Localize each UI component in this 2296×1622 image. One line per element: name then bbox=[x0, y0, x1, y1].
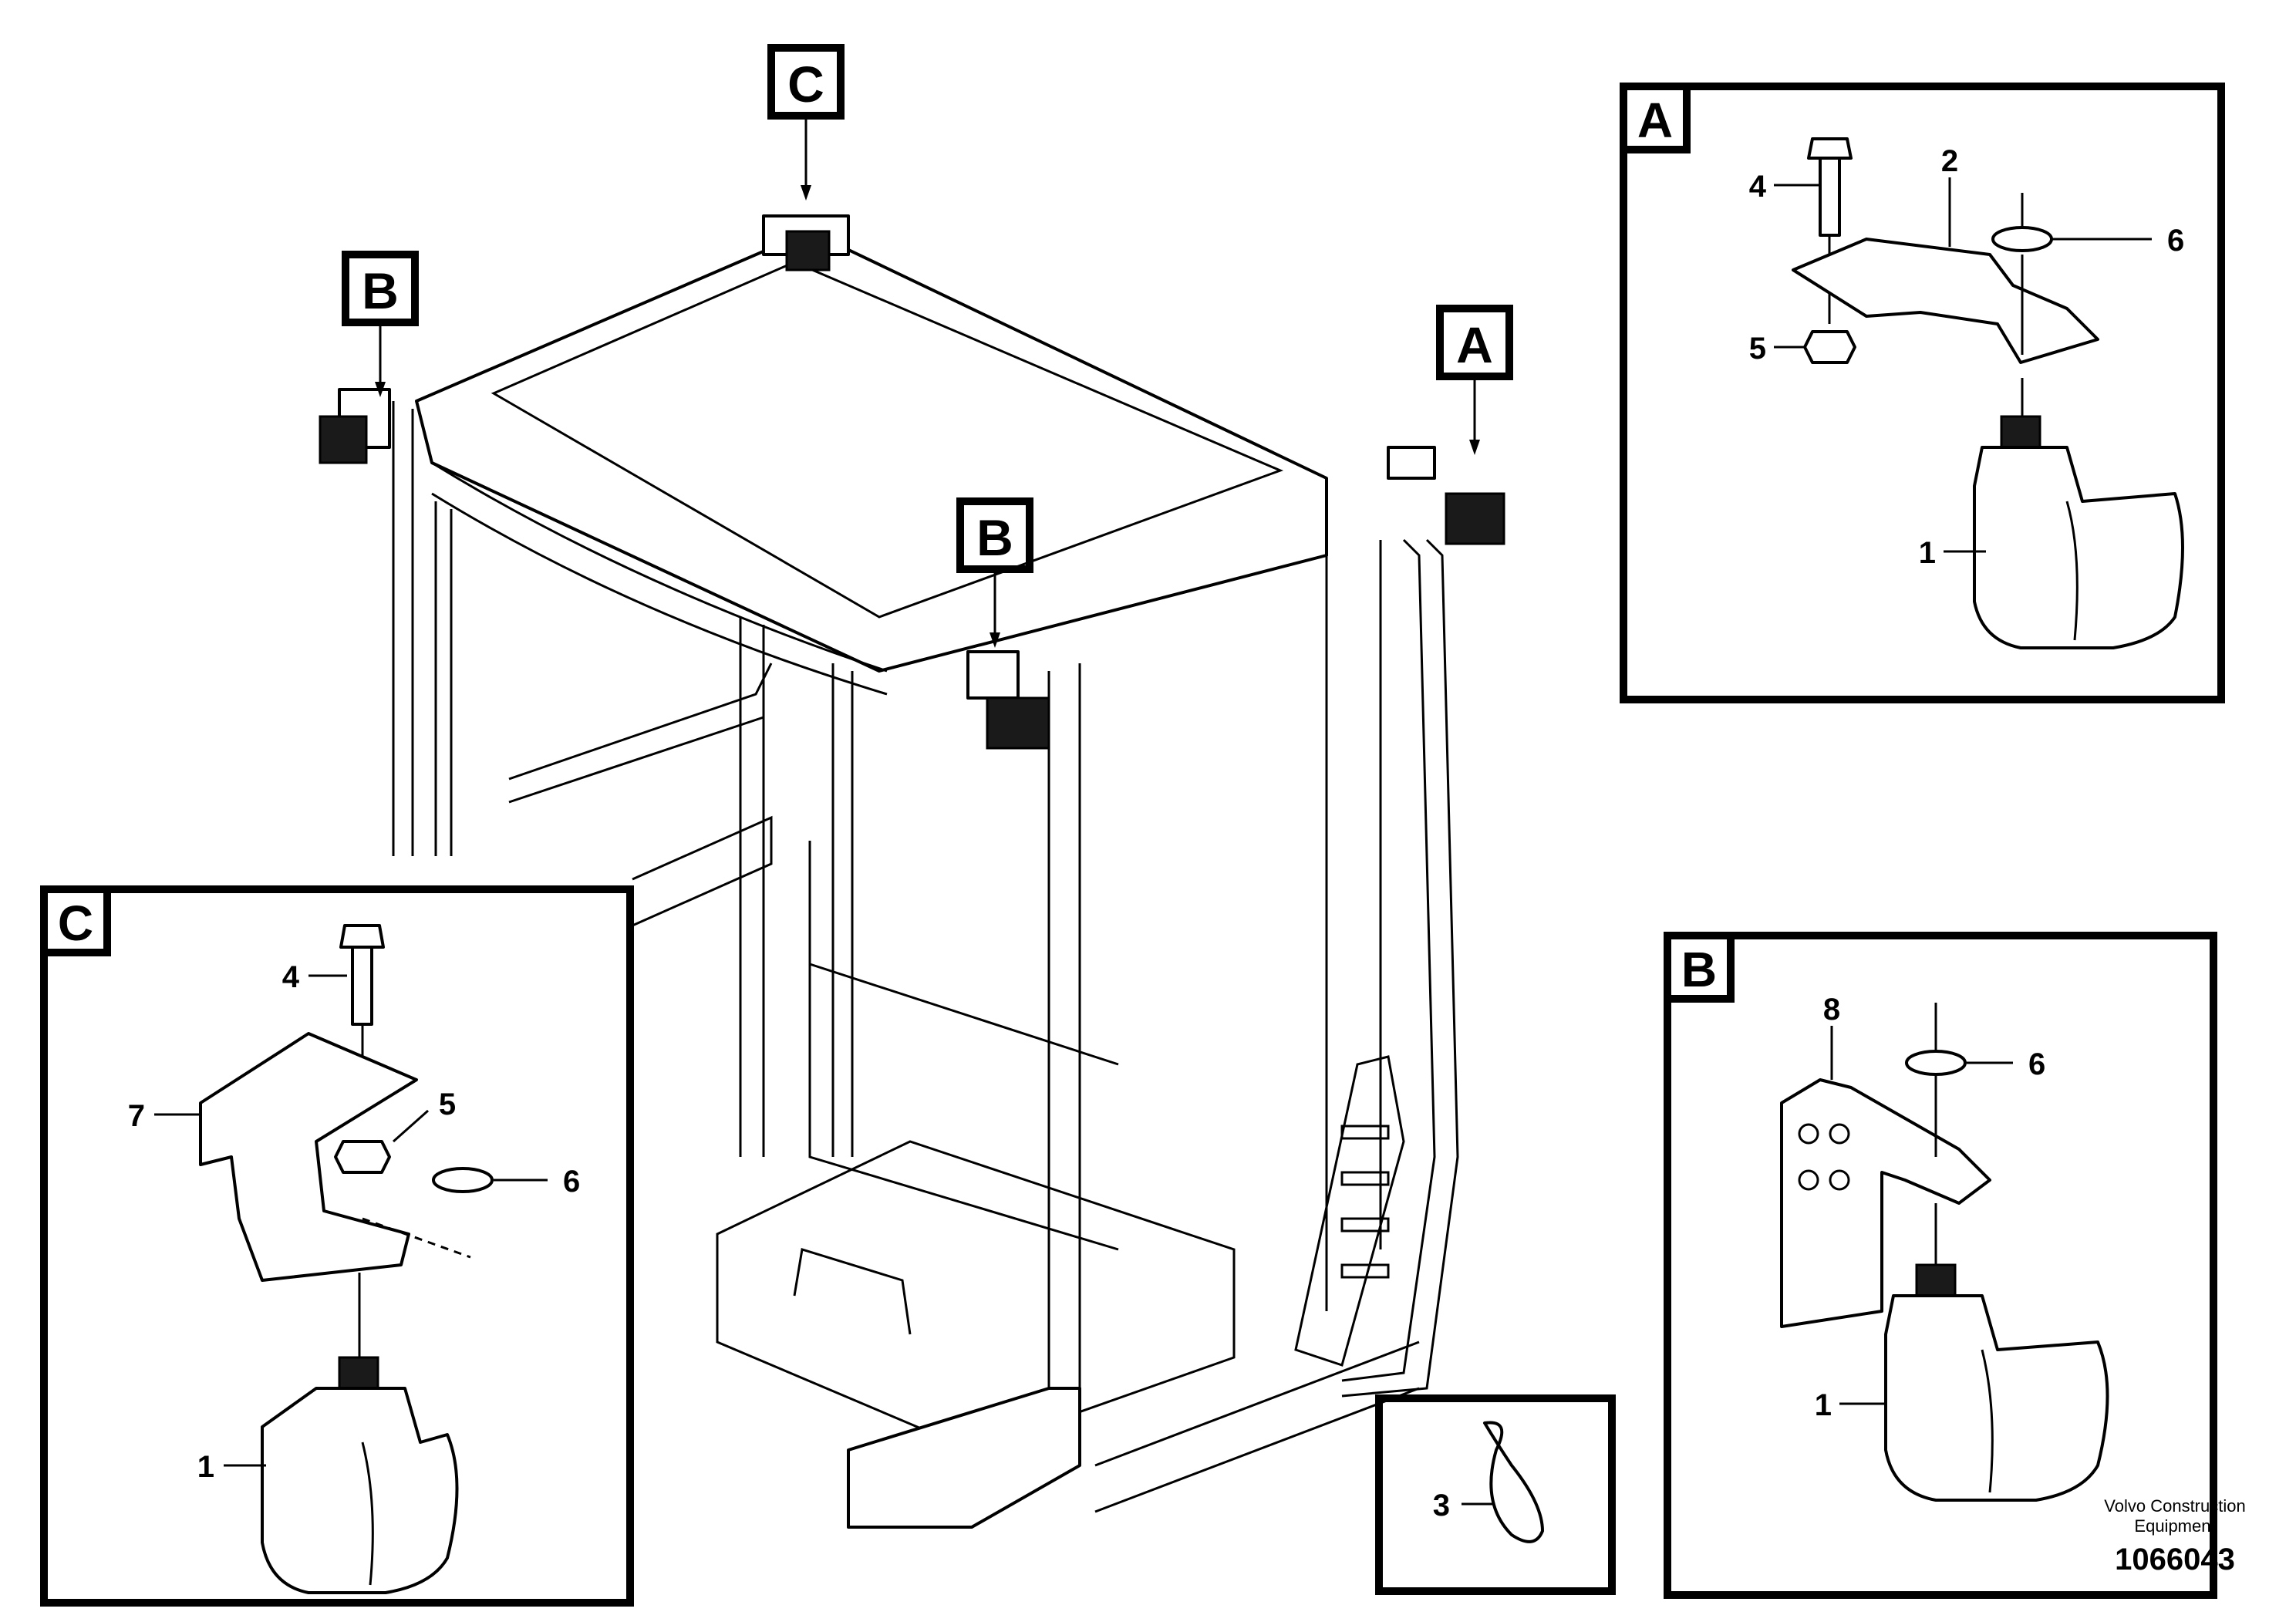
lamp-1-connector bbox=[338, 1356, 379, 1390]
panel-b-tag-box bbox=[1664, 932, 1735, 1003]
step-3 bbox=[1340, 1217, 1390, 1233]
panel-c-num-1: 1 bbox=[197, 1450, 214, 1484]
panel-b-num-1: 1 bbox=[1815, 1388, 1832, 1422]
nut-5 bbox=[1803, 330, 1856, 364]
right-handrail-edge bbox=[1341, 538, 1459, 1398]
side-rail-lower bbox=[508, 716, 764, 804]
panel-c-num-4: 4 bbox=[282, 960, 300, 994]
bolt-head bbox=[1807, 137, 1853, 160]
panel-3-num-3: 3 bbox=[1433, 1489, 1450, 1523]
lamp-1-housing bbox=[261, 1387, 459, 1594]
callout-c-top-label: C bbox=[787, 56, 824, 113]
lamp-1-lens-edge bbox=[1981, 1349, 1994, 1493]
inner-cross-beam bbox=[809, 963, 1119, 1066]
panel-3-frame bbox=[1375, 1394, 1616, 1595]
lamp-1-connector bbox=[1915, 1263, 1957, 1297]
panel-a-num-2: 2 bbox=[1941, 144, 1958, 178]
step-2 bbox=[1340, 1171, 1390, 1186]
washer-6 bbox=[432, 1167, 494, 1193]
lamp-b-center-bracket bbox=[966, 650, 1020, 700]
callout-leaders bbox=[375, 116, 1480, 648]
detail-panel-b: B 8 6 1 bbox=[1664, 932, 2217, 1599]
callout-c-top: C bbox=[767, 44, 845, 120]
lamp-b-center bbox=[986, 696, 1050, 750]
panel-a-num-5: 5 bbox=[1749, 332, 1766, 366]
bracket-8-hole-4 bbox=[1829, 1169, 1850, 1191]
detail-panel-a: A 4 2 6 5 1 bbox=[1620, 83, 2225, 703]
step-4 bbox=[1340, 1263, 1390, 1279]
side-rail bbox=[508, 663, 773, 781]
panel-c-frame bbox=[40, 885, 634, 1607]
detail-panel-c: C 4 7 5 6 1 bbox=[40, 885, 634, 1607]
front-beam bbox=[431, 461, 888, 673]
inner-frame bbox=[808, 841, 1119, 1251]
washer-6 bbox=[1991, 226, 2053, 252]
floor-plate bbox=[716, 1140, 1236, 1452]
drawing-number: 1066043 bbox=[2115, 1543, 2235, 1576]
panel-a-num-4: 4 bbox=[1749, 170, 1767, 204]
bracket-8-hole-1 bbox=[1798, 1123, 1819, 1145]
panel-b-frame bbox=[1664, 932, 2217, 1599]
panel-b-tag: B bbox=[1681, 942, 1717, 997]
panel-a-num-1: 1 bbox=[1919, 536, 1936, 570]
lamp-1-connector bbox=[2000, 415, 2041, 449]
washer-6 bbox=[1905, 1050, 1967, 1076]
bracket-8-hole-3 bbox=[1798, 1169, 1819, 1191]
callout-a-right-label: A bbox=[1456, 316, 1493, 373]
cab-lamps bbox=[319, 214, 1505, 750]
panel-c-num-7: 7 bbox=[128, 1099, 145, 1133]
bolt-shank bbox=[351, 946, 373, 1026]
bolt-head bbox=[339, 924, 385, 949]
footer: Volvo Construction Equipment 1066043 bbox=[2104, 1496, 2245, 1576]
lamp-1-lens-edge bbox=[2065, 501, 2079, 641]
step-1 bbox=[1340, 1125, 1390, 1140]
panel-a-tag-box bbox=[1620, 83, 1691, 153]
bracket-8 bbox=[1780, 1078, 1991, 1328]
panel-b-num-8: 8 bbox=[1823, 993, 1840, 1027]
lamp-1-housing bbox=[1884, 1294, 2109, 1502]
lamp-a-bracket bbox=[1387, 446, 1436, 480]
panel-c-tag-box bbox=[40, 885, 111, 956]
floor-handle bbox=[793, 1248, 912, 1335]
panel-a-frame bbox=[1620, 83, 2225, 703]
lamp-c bbox=[785, 230, 831, 271]
panel-c-tag: C bbox=[58, 895, 93, 951]
callout-b-center-label: B bbox=[976, 509, 1013, 566]
right-handrail bbox=[1341, 538, 1436, 1382]
callout-b-left-label: B bbox=[362, 262, 399, 319]
lamp-b-left bbox=[319, 415, 368, 464]
nut-5 bbox=[334, 1140, 391, 1174]
base-beam-lower bbox=[1094, 1387, 1420, 1513]
base-beam bbox=[1094, 1340, 1420, 1467]
lamp-a bbox=[1445, 492, 1505, 545]
panel-a-tag: A bbox=[1637, 93, 1673, 148]
detail-panel-3: 3 bbox=[1375, 1394, 1616, 1595]
lamp-1-lens-edge bbox=[361, 1442, 374, 1586]
bracket-8-hole-2 bbox=[1829, 1123, 1850, 1145]
cable-tie bbox=[1483, 1421, 1544, 1543]
callout-b-center: B bbox=[956, 497, 1033, 573]
cab-frame-drawing bbox=[392, 230, 1459, 1529]
panel-b-num-6: 6 bbox=[2028, 1047, 2045, 1081]
panel-c-num-6: 6 bbox=[563, 1165, 580, 1199]
panel-a-num-6: 6 bbox=[2167, 224, 2184, 258]
bolt-shank bbox=[1819, 157, 1841, 237]
front-beam-lower bbox=[431, 492, 888, 696]
roof-inner bbox=[491, 261, 1284, 619]
company-name-line1: Volvo Construction bbox=[2104, 1496, 2245, 1516]
callout-a-right: A bbox=[1436, 305, 1513, 380]
base-front bbox=[847, 1387, 1081, 1529]
panel-c-num-5: 5 bbox=[439, 1088, 456, 1121]
step-ladder bbox=[1294, 1055, 1405, 1367]
lamp-1-housing bbox=[1973, 446, 2184, 649]
bracket-7 bbox=[199, 1032, 418, 1282]
company-name-line2: Equipment bbox=[2134, 1516, 2215, 1536]
left-lower-panel bbox=[632, 815, 773, 927]
callout-b-left: B bbox=[342, 251, 419, 326]
roof-panel bbox=[415, 230, 1328, 673]
